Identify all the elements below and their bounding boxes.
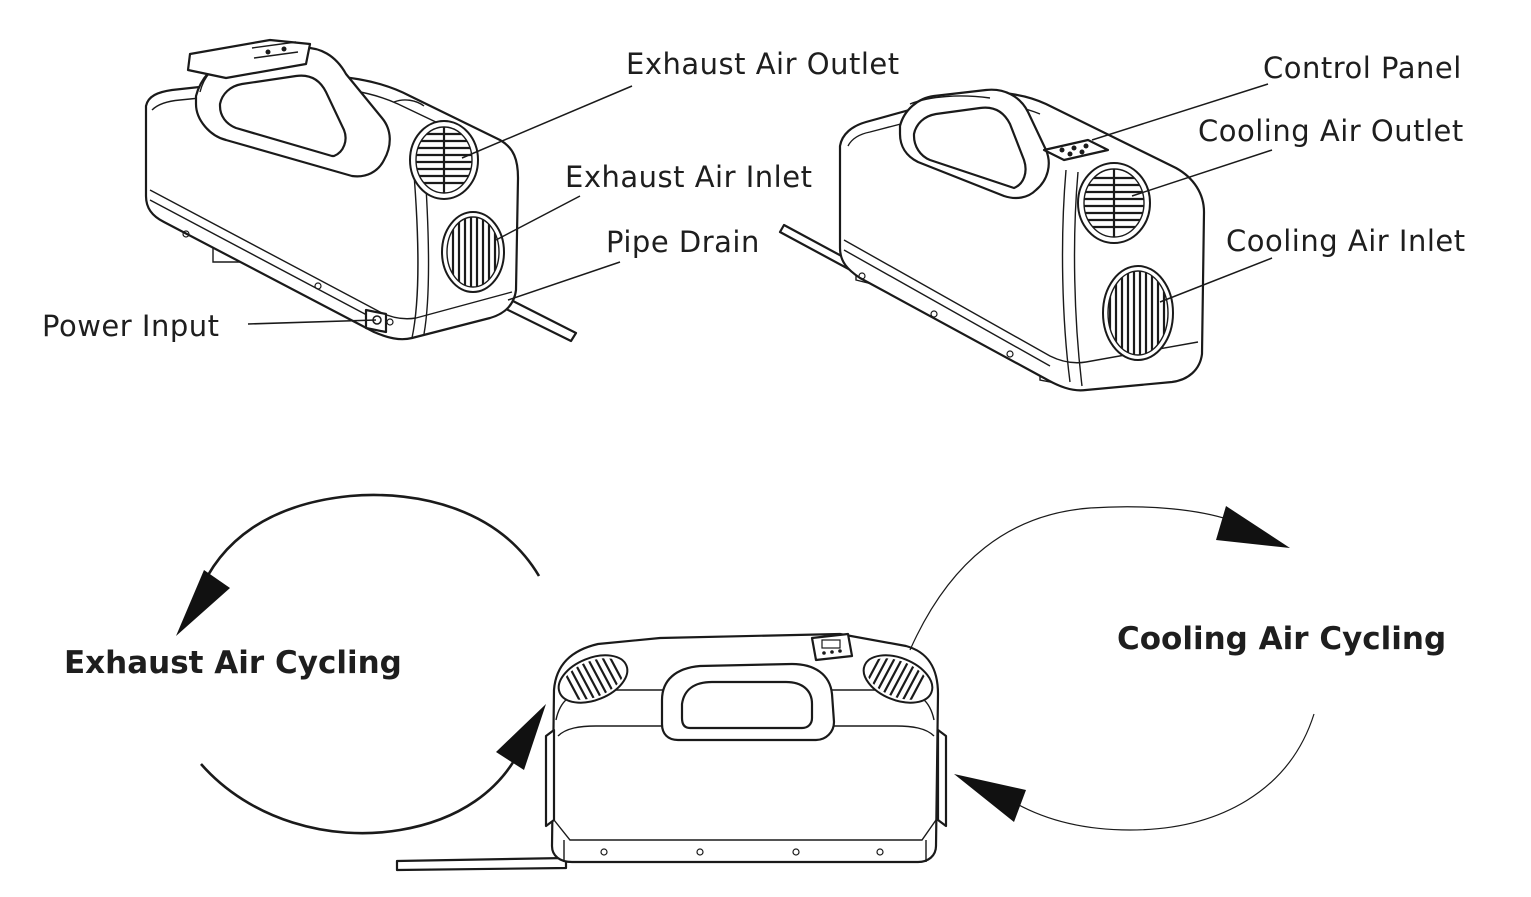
cooling-inlet-grill <box>1102 265 1174 361</box>
control-panel-label: Control Panel <box>1263 51 1462 85</box>
exhaust-cycle-arrows <box>176 493 546 835</box>
cooling-air-outlet-label: Cooling Air Outlet <box>1198 114 1464 148</box>
exhaust-air-inlet-label: Exhaust Air Inlet <box>565 160 812 194</box>
exhaust-air-outlet-label: Exhaust Air Outlet <box>626 47 900 81</box>
power-input-label: Power Input <box>42 309 220 343</box>
power-input-socket <box>364 308 388 334</box>
cooling-air-inlet-label: Cooling Air Inlet <box>1226 224 1466 258</box>
cooling-cycle-arrows <box>909 506 1315 831</box>
unit-rear-view <box>144 38 578 343</box>
control-panel <box>1042 138 1110 162</box>
unit-top-view <box>395 632 948 872</box>
unit-front-view <box>778 88 1206 392</box>
exhaust-air-cycling-label: Exhaust Air Cycling <box>64 645 402 681</box>
pipe-drain-label: Pipe Drain <box>606 225 760 259</box>
cooling-air-cycling-label: Cooling Air Cycling <box>1117 621 1446 657</box>
